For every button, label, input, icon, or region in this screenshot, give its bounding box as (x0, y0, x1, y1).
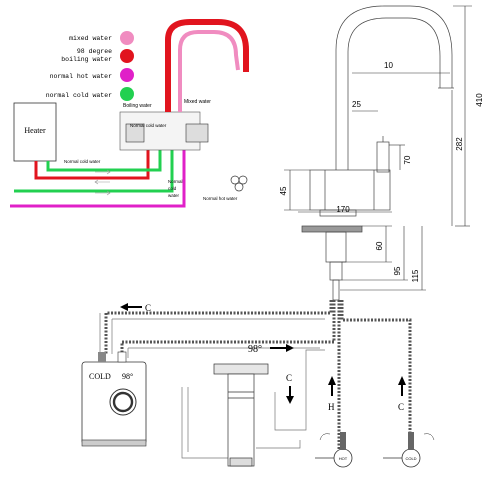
inset-flow-arrows (94, 169, 111, 196)
flow-label-98: 98° (248, 344, 262, 355)
valve-cold-label: COLD (405, 456, 416, 461)
heater-label: Heater (24, 126, 46, 135)
dim-25: 25 (352, 100, 361, 109)
shank-lower (332, 279, 340, 301)
flow-arrow-cold-top: C (120, 303, 151, 313)
inset-label-cold-bottom-1: Normal (168, 179, 183, 184)
inset-label-cold-bottom-2: cold (168, 186, 177, 191)
legend-swatch-cold (120, 87, 134, 101)
supply-hoses (104, 300, 412, 457)
faucet-handle (376, 141, 390, 173)
shank-nut (329, 261, 343, 281)
legend-label-boiling-line2: boiling water (61, 56, 112, 63)
dim-10: 10 (384, 61, 393, 70)
inset-label-mixed: Mixed water (184, 99, 211, 105)
legend-swatch-mixed (120, 31, 134, 45)
heater-box (13, 102, 57, 162)
inset-label-cold-left: Normal cold water (64, 159, 101, 164)
pipe-outlines (99, 313, 325, 459)
cold-pipe-heater (46, 145, 162, 172)
dim-170: 170 (336, 205, 350, 214)
boiler-dial-inner (112, 391, 134, 413)
dim-410: 410 (475, 93, 484, 107)
boiler-unit: COLD 98° (81, 351, 147, 447)
legend-swatch-hot (120, 68, 134, 82)
inset-spout-mixed (178, 30, 240, 112)
legend-label-hot: normal hot water (50, 73, 113, 80)
flow-label-c-top: C (145, 303, 151, 313)
legend-item-mixed: mixed water (69, 31, 134, 45)
legend: mixed water 98 degree boiling water norm… (46, 31, 134, 101)
deck-plate (301, 225, 363, 233)
dim-60: 60 (375, 241, 384, 250)
dim-282: 282 (455, 137, 464, 151)
hose-hot (337, 300, 344, 457)
legend-label-cold: normal cold water (46, 92, 112, 99)
dimension-lines (284, 5, 472, 291)
faucet-body (309, 169, 391, 211)
boiler-label-98: 98° (122, 372, 133, 381)
boiler-dial-outer (109, 388, 137, 416)
flow-arrow-98: 98° (248, 344, 294, 355)
boiler-outlet (117, 351, 127, 363)
legend-item-cold: normal cold water (46, 87, 134, 101)
shank-upper (325, 231, 347, 263)
dim-115: 115 (411, 269, 420, 282)
faucet-base (319, 209, 357, 217)
dim-45: 45 (279, 186, 288, 195)
spout-inner (347, 17, 441, 170)
hose-boiler-hot (120, 300, 336, 358)
water-filter (213, 363, 269, 467)
cold-pipe-main (14, 145, 174, 193)
inset-label-cold-bottom-3: water (168, 193, 180, 198)
boiling-pipe-lower (34, 150, 150, 180)
legend-label-mixed: mixed water (69, 35, 112, 42)
valve-cold: COLD (383, 432, 421, 468)
inset-valve-left (125, 123, 145, 143)
boiler-inlet (98, 352, 106, 362)
filter-bottom (229, 457, 253, 467)
inset-label-cold-top: Normal cold water (130, 123, 167, 128)
inset-schematic: Heater Boiling water Mixed water Normal … (10, 19, 249, 208)
valve-hot-label: HOT (339, 456, 348, 461)
inset-spout-boiling (165, 19, 249, 112)
hose-cold (340, 300, 412, 440)
filter-body (227, 373, 255, 467)
legend-swatch-boiling (120, 49, 134, 63)
inset-label-boiling: Boiling water (123, 103, 152, 109)
legend-item-hot: normal hot water (50, 68, 134, 82)
faucet-drawing (301, 5, 454, 301)
boiler-base (81, 439, 147, 447)
flow-arrow-cold: C (398, 376, 406, 412)
valve-rotation-icons (319, 433, 435, 441)
legend-item-boiling: 98 degree boiling water (61, 48, 134, 63)
flow-label-h: H (328, 402, 335, 412)
inset-valve-right (185, 123, 209, 143)
inset-connector-icon (230, 175, 248, 192)
legend-label-boiling-line1: 98 degree (77, 48, 112, 55)
dim-70: 70 (403, 155, 412, 164)
hot-pipe-main (10, 145, 186, 208)
flow-label-c-right: C (398, 402, 404, 412)
spout-outer (335, 5, 453, 170)
valve-hot: HOT (315, 432, 353, 468)
flow-arrow-filter-c: C (286, 373, 294, 404)
inset-label-hot: Normal hot water (203, 196, 238, 201)
flow-label-filter-c: C (286, 373, 292, 383)
filter-head (213, 363, 269, 375)
boiler-label-cold: COLD (89, 372, 111, 381)
hose-boiler-cold (104, 300, 333, 354)
flow-arrow-hot: H (328, 376, 336, 412)
dim-95: 95 (393, 266, 402, 275)
